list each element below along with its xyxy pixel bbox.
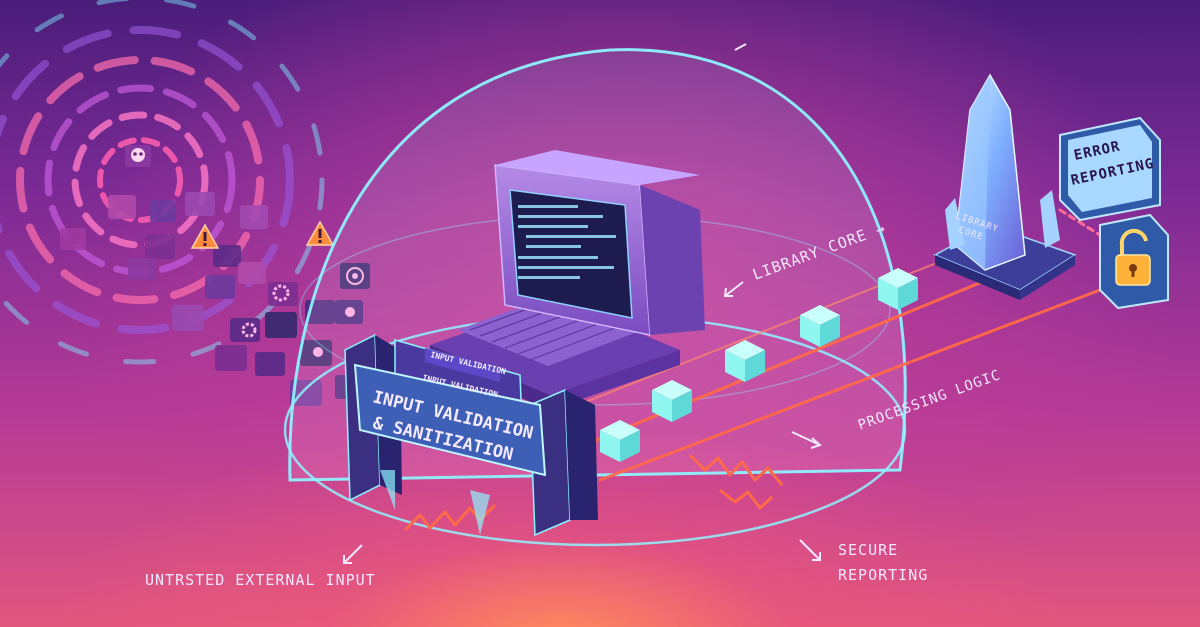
data-packets — [600, 268, 918, 462]
error-reporting-box — [1059, 116, 1161, 222]
screen-code — [518, 205, 616, 279]
secure-reporting-box — [1099, 213, 1169, 310]
warning-icon — [190, 223, 220, 249]
untrusted-input-label: UNTRSTED EXTERNAL INPUT — [145, 571, 376, 589]
data-packet — [800, 305, 840, 347]
data-packet — [725, 340, 765, 382]
data-packet — [600, 420, 640, 462]
data-packet — [652, 380, 692, 422]
secure-reporting-label-2: REPORTING — [838, 566, 928, 584]
padlock-icon — [1115, 228, 1151, 286]
corrupted-data-vortex — [0, 0, 325, 365]
annotation-arrows — [343, 43, 822, 564]
secure-reporting-label-1: SECURE — [838, 541, 898, 559]
validation-gateway — [344, 333, 598, 537]
library-core-crystal — [933, 73, 1077, 300]
skull-icon — [131, 148, 145, 162]
gear-icon — [241, 284, 290, 338]
data-packet — [878, 268, 918, 310]
warning-icon — [305, 220, 335, 246]
